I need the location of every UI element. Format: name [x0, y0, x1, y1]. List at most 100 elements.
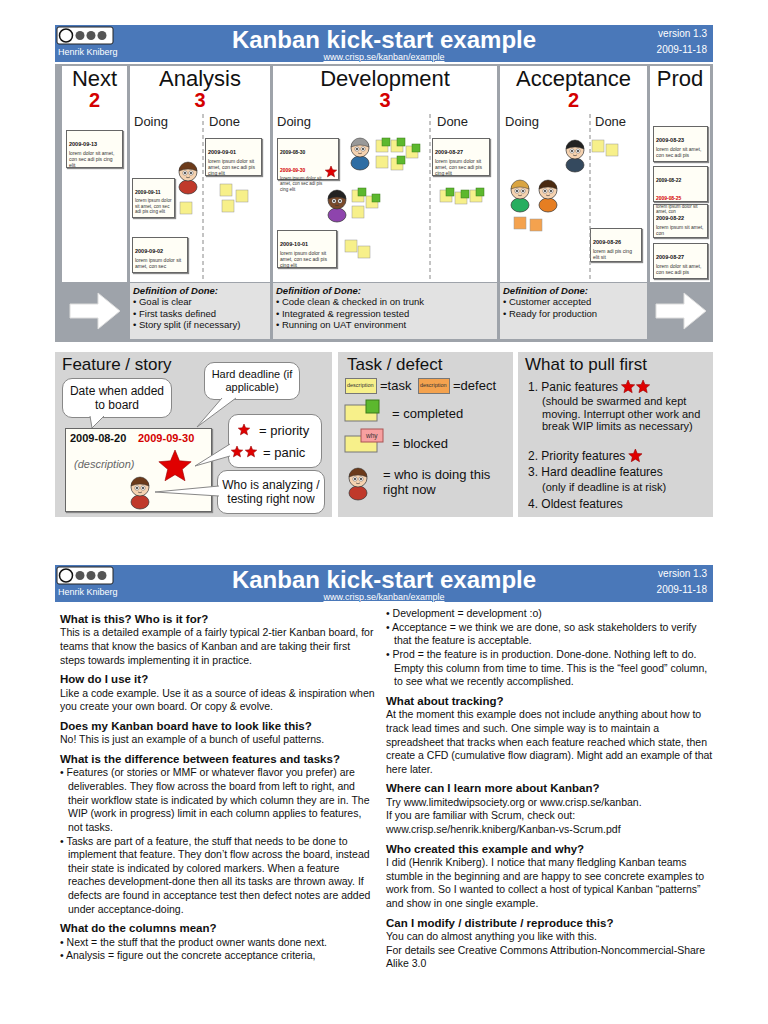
feature-note: 2009-09-01 lorem ipsum dolor sit amet, co… [205, 138, 262, 176]
bullet-item: • Acceptance = we think we are done, so … [386, 621, 713, 648]
person-figure [131, 477, 149, 509]
completed-marker [366, 400, 379, 413]
task-note [345, 240, 357, 252]
dod-item: • Running on UAT environment [276, 319, 494, 330]
task-note [391, 140, 403, 152]
dod-item: • First tasks defined [133, 308, 267, 319]
issue-date: 2009-11-18 [595, 44, 707, 55]
legend-text: = who is doing this right now [383, 468, 505, 498]
sample-text: why [366, 432, 378, 439]
definition-of-done: Definition of Done:• Code clean & checke… [273, 283, 497, 339]
callout-text: Date when added to board [67, 384, 167, 413]
board-background [55, 64, 713, 342]
author-name: Henrik Kniberg [58, 587, 118, 597]
column-title: Prod [650, 66, 710, 92]
section-heading: Can I modify / distribute / reproduce th… [386, 916, 713, 930]
deadline: 2009-09-30 [138, 432, 194, 444]
description: lorem dolor sit amet, con sec adi pis [656, 146, 705, 158]
task-note [358, 246, 370, 258]
paragraph: No! This is just an example of a bunch o… [60, 733, 378, 747]
task-note [455, 192, 467, 204]
callout-tail [155, 486, 219, 496]
author-name: Henrik Kniberg [58, 47, 118, 57]
feature-card-sample: 2009-08-202009-09-30(description) [65, 428, 212, 512]
blocked-marker [361, 429, 383, 442]
board-column: Analysis3DoingDone2009-09-11lorem ipsum … [130, 66, 270, 282]
date-added: 2009-09-01 [208, 149, 236, 156]
header-bar: Henrik KnibergKanban kick-start examplew… [55, 565, 713, 602]
paragraph: You can do almost anything you like with… [386, 930, 713, 944]
bullet-item: • Tasks are part of a feature, the stuff… [60, 835, 378, 917]
license-badge [57, 567, 113, 584]
date-added: 2009-09-11 [135, 189, 161, 196]
date-added: 2009-08-27 [435, 149, 463, 156]
priority-star [245, 446, 256, 457]
date-added: 2009-09-02 [135, 248, 163, 255]
task-note [592, 140, 604, 152]
callout: = priority= panic [228, 414, 322, 468]
task-note [391, 158, 403, 170]
feature-note: 2009-08-22lorem ipsum sit amet, con [653, 204, 708, 238]
pull-note: (should be swarmed and kept moving. Inte… [542, 395, 708, 433]
task-note [180, 202, 192, 214]
page-title: Kanban kick-start example [184, 566, 584, 594]
task-note [236, 190, 248, 202]
date-added: 2009-10-01 [280, 241, 308, 248]
description: lorem ipsum dolor sit amet, con [656, 204, 705, 215]
callout-text: Who is analyzing / testing right now [222, 478, 320, 507]
paragraph: I did (Henrik Kniberg). I notice that ma… [386, 856, 713, 911]
bullet-item: • Features (or stories or MMF or whateve… [60, 766, 378, 834]
feature-note: 2009-09-11lorem ipsum dolor sit amet, co… [132, 178, 175, 218]
description: lorem ipsum dolor sit amet, con sec adi … [435, 158, 487, 176]
bullet-item: • Development = development :o) [386, 607, 713, 621]
callout-tail [195, 444, 230, 466]
legend-text: = panic [263, 445, 305, 460]
feature-note: 2009-08-27 lorem ipsum dolor sit amet, co… [432, 138, 490, 176]
date-added: 2009-08-22 [656, 178, 681, 184]
callout: Who is analyzing / testing right now [217, 470, 325, 514]
priority-star [629, 449, 642, 462]
date-added: 2009-08-30 [280, 150, 305, 156]
dod-item: • Story split (if necessary) [133, 319, 267, 330]
sub-column-label: Done [209, 114, 240, 129]
completed-marker [476, 188, 484, 196]
priority-star [159, 450, 191, 481]
paragraph: Like a code example. Use it as a source … [60, 687, 378, 714]
flow-arrow [70, 293, 120, 329]
description: lorem ipsum dolor sit amet, con sec [135, 257, 185, 269]
bullet-item: • Analysis = figure out the concrete acc… [60, 949, 378, 963]
license-badge [57, 27, 113, 44]
callout-tail [90, 416, 104, 428]
section-heading: Does my Kanban board have to look like t… [60, 719, 378, 733]
completed-marker [397, 138, 405, 146]
description: lorem adi pis cing elit sit [593, 248, 639, 260]
paragraph: This is a detailed example of a fairly t… [60, 626, 378, 667]
description: lorem ipsum dolor sit amet, con sec adi … [208, 158, 259, 176]
pull-rule: 1. Panic features [528, 380, 618, 394]
task-note [222, 200, 234, 212]
sub-column-label: Doing [134, 114, 168, 129]
date-added: 2009-08-23 [656, 137, 684, 144]
description: lorem ipsum dolor sit amet, con sec adi … [280, 250, 334, 268]
callout-text: Hard deadline (if applicable) [209, 368, 295, 394]
completed-marker [446, 188, 454, 196]
sample-text: description [347, 382, 374, 388]
task-note [352, 206, 364, 218]
task-note [366, 196, 378, 208]
panel-title: What to pull first [525, 355, 647, 375]
deadline: 2009-08-25 [656, 196, 681, 202]
sub-column-label: Done [437, 114, 468, 129]
pull-rule: 4. Oldest features [528, 497, 623, 511]
feature-note: 2009-08-26lorem adi pis cing elit sit [590, 228, 642, 262]
dod-item: • Integrated & regression tested [276, 308, 494, 319]
version: version 1.3 [595, 568, 707, 579]
paragraph: If you are familiar with Scrum, check ou… [386, 809, 713, 836]
legend-text: =task [380, 379, 411, 394]
date-added: 2009-08-27 [656, 254, 684, 261]
column-title: Analysis [130, 66, 270, 92]
completed-marker [461, 190, 469, 198]
text-column: What is this? Who is it for?This is a de… [60, 607, 378, 1022]
description: lorem dolor sit amet, con sec adi pis [656, 263, 705, 275]
board-column: Prod 2009-08-23 lorem dolor sit amet, con … [650, 66, 710, 282]
priority-star [238, 424, 249, 435]
